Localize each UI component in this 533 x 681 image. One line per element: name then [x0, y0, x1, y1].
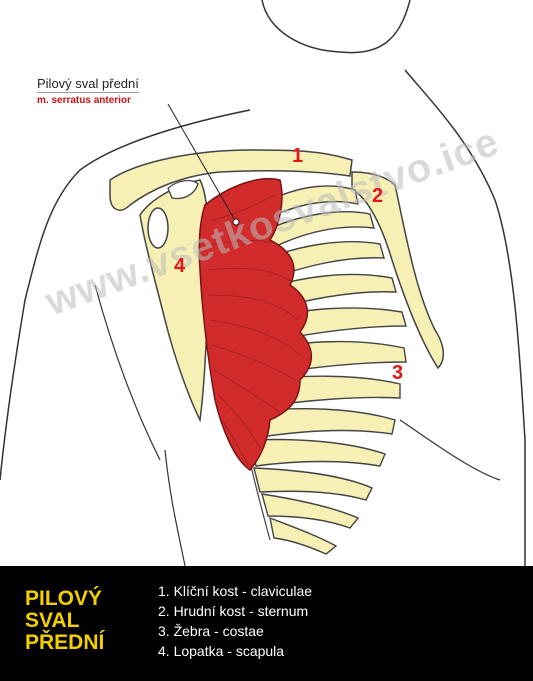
number-1: 1 [292, 145, 303, 168]
legend-panel: PILOVÝ SVAL PŘEDNÍ 1. Klíční kost - clav… [0, 566, 533, 681]
legend-item-3: 3. Žebra - costae [158, 621, 312, 641]
legend-item-1: 1. Klíční kost - claviculae [158, 581, 312, 601]
muscle-label-czech: Pilový sval přední [37, 76, 139, 92]
legend-item-2: 2. Hrudní kost - sternum [158, 601, 312, 621]
legend-title: PILOVÝ SVAL PŘEDNÍ [25, 588, 104, 654]
chest-outline [400, 420, 500, 480]
legend-list: 1. Klíční kost - claviculae 2. Hrudní ko… [158, 581, 312, 661]
muscle-label: Pilový sval přední m. serratus anterior [37, 76, 139, 107]
legend-item-4: 4. Lopatka - scapula [158, 641, 312, 661]
muscle-label-latin: m. serratus anterior [37, 92, 139, 107]
legend-title-line-1: PILOVÝ [25, 588, 104, 610]
number-3: 3 [392, 362, 403, 385]
flank-outline [165, 450, 185, 566]
legend-title-line-2: SVAL [25, 610, 104, 632]
arm-outline [95, 285, 160, 460]
neck-outline [262, 0, 410, 53]
legend-title-line-3: PŘEDNÍ [25, 632, 104, 654]
number-4: 4 [174, 255, 185, 278]
number-2: 2 [372, 185, 383, 208]
